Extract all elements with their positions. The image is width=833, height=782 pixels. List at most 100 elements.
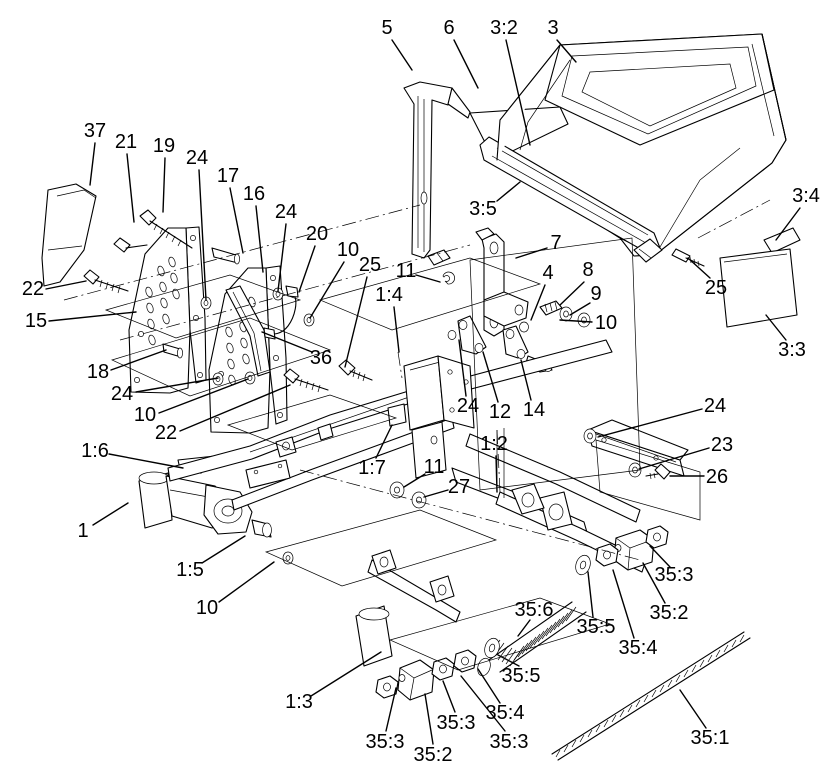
part-callout-35-3: 35:3 [489, 731, 529, 753]
part-callout-3-5: 3:5 [469, 198, 497, 220]
part-22-screw-upper [83, 269, 129, 294]
part-callout-24: 24 [703, 395, 727, 417]
leader-line [679, 689, 707, 729]
part-callout-3: 3 [547, 17, 559, 39]
part-3-4-pad [763, 227, 801, 254]
leader-line [505, 39, 531, 146]
spring-assembly-left [375, 637, 500, 701]
part-callout-11: 11 [395, 260, 417, 282]
part-callout-24: 24 [110, 383, 134, 405]
leader-line [403, 473, 426, 488]
part-callout-24: 24 [274, 201, 298, 223]
part-callout-1: 1 [77, 520, 89, 542]
part-callout-35-1: 35:1 [690, 727, 730, 749]
leader-line [261, 331, 313, 353]
leader-line [201, 535, 246, 564]
leader-line [587, 571, 594, 618]
leader-line [687, 257, 711, 279]
part-callout-3-3: 3:3 [778, 339, 806, 361]
leader-line [89, 142, 96, 186]
leader-line [375, 424, 393, 459]
part-callout-35-5: 35:5 [501, 665, 541, 687]
leader-line [229, 187, 244, 254]
leader-line [775, 207, 801, 241]
part-callout-12: 12 [488, 401, 512, 423]
part-11-clip-upper [442, 271, 455, 285]
leader-line [597, 408, 703, 438]
seat-assembly-group [469, 33, 787, 263]
part-callout-1-7: 1:7 [358, 457, 386, 479]
leader-line [423, 489, 449, 498]
leader-line [255, 205, 264, 273]
part-19-screw [139, 209, 193, 249]
part-25-bolt-left [338, 359, 373, 382]
part-callout-16: 16 [242, 183, 266, 205]
part-callout-1-3: 1:3 [285, 691, 313, 713]
part-callout-35-3: 35:3 [436, 712, 476, 734]
leader-line [179, 384, 291, 432]
part-callout-20: 20 [305, 223, 329, 245]
leader-line [126, 153, 135, 223]
part-callout-24: 24 [185, 147, 209, 169]
leader-line [45, 280, 87, 290]
leader-line [556, 39, 577, 63]
part-callout-1-5: 1:5 [176, 559, 204, 581]
part-callout-35-3: 35:3 [365, 731, 405, 753]
part-callout-23: 23 [710, 434, 734, 456]
leader-line [298, 245, 316, 293]
part-callout-1-4: 1:4 [375, 284, 403, 306]
part-callout-21: 21 [114, 131, 138, 153]
leader-line [110, 349, 167, 371]
leader-line [92, 502, 129, 526]
leader-line [559, 281, 585, 306]
leader-line [530, 284, 546, 321]
leader-line [277, 223, 287, 292]
leader-line [415, 274, 441, 283]
part-4-washer [519, 321, 529, 333]
part-3-3-plate [719, 248, 798, 328]
part-callout-1-6: 1:6 [81, 440, 109, 462]
leader-line [638, 447, 710, 470]
part-callout-35-2: 35:2 [413, 744, 453, 766]
part-5-6-bracket [403, 81, 471, 266]
part-24-23-26-right [583, 428, 671, 480]
part-callout-22: 22 [21, 278, 45, 300]
leader-line [569, 302, 591, 316]
leader-line [765, 314, 787, 341]
part-callout-24: 24 [456, 395, 480, 417]
part-callout-36: 36 [309, 347, 333, 369]
part-callout-17: 17 [216, 165, 240, 187]
part-callout-37: 37 [83, 120, 107, 142]
part-8-9-10-cluster [539, 300, 591, 328]
leader-line [453, 39, 479, 89]
part-callout-5: 5 [381, 17, 393, 39]
part-17-bushing [211, 247, 240, 265]
leader-line [520, 359, 532, 401]
part-7-lever [475, 227, 529, 337]
construction-lines [63, 199, 771, 671]
part-callout-8: 8 [582, 259, 594, 281]
leader-line [309, 261, 345, 319]
leader-line [612, 569, 635, 639]
part-callout-26: 26 [705, 466, 729, 488]
leader-line [559, 319, 593, 323]
part-22-screw-lower [283, 368, 329, 393]
part-18-bushing [162, 343, 183, 359]
leader-line [135, 377, 219, 393]
part-callout-25: 25 [704, 277, 728, 299]
leader-line [496, 181, 521, 202]
part-callout-7: 7 [550, 232, 562, 254]
part-callout-4: 4 [542, 262, 554, 284]
leader-line [393, 306, 400, 353]
part-callout-25: 25 [358, 254, 382, 276]
part-callout-19: 19 [152, 135, 176, 157]
leader-line [642, 562, 666, 604]
part-callout-10: 10 [195, 597, 219, 619]
part-callout-3-2: 3:2 [490, 17, 518, 39]
leader-line [482, 351, 499, 403]
leader-line [391, 39, 413, 71]
part-callout-35-4: 35:4 [618, 637, 658, 659]
part-callout-35-6: 35:6 [514, 599, 554, 621]
